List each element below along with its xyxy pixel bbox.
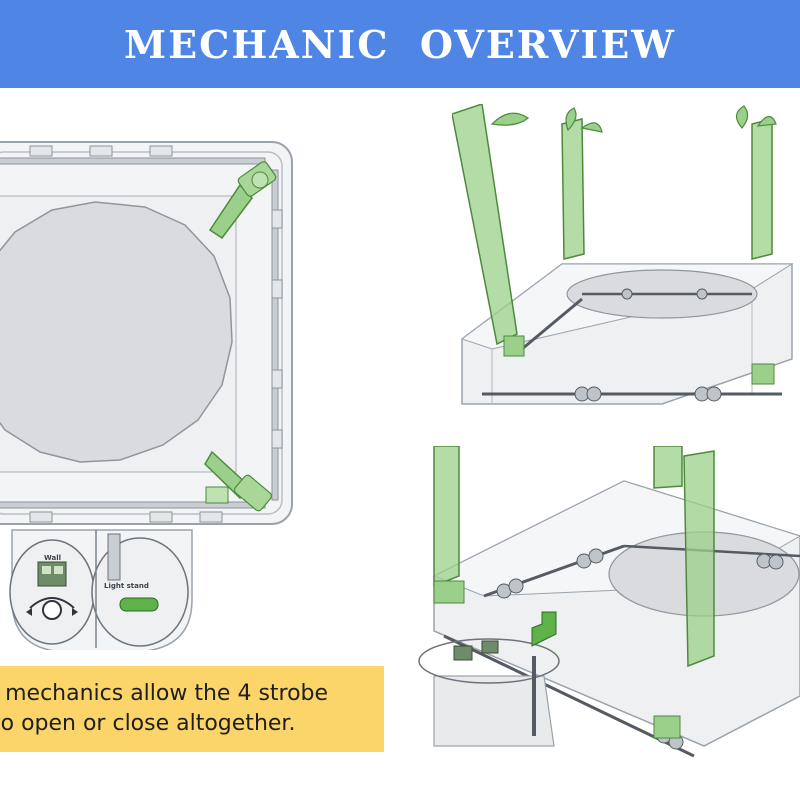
caption-line-1: l mechanics allow the 4 strobe bbox=[0, 681, 329, 706]
caption-line-2: to open or close altogether. bbox=[0, 711, 296, 736]
strobe-arm-back-left bbox=[561, 118, 585, 260]
strobe-arm-top-right bbox=[208, 161, 277, 240]
strobe-arm-left bbox=[452, 104, 518, 346]
wall-label: Wall bbox=[44, 554, 61, 562]
rotating-platform bbox=[0, 201, 233, 463]
strobe-arm-bottom-right bbox=[204, 450, 273, 512]
isometric-drawing-bottom bbox=[418, 446, 800, 758]
control-housing-top bbox=[418, 638, 560, 684]
control-housing bbox=[9, 529, 193, 650]
page-title: MECHANIC OVERVIEW bbox=[124, 21, 676, 67]
top-view-diagram: Wall Light stand bbox=[0, 130, 320, 650]
strobe-arm-center bbox=[683, 450, 715, 668]
light-stand-lever bbox=[531, 611, 557, 647]
strobe-arm-back bbox=[653, 446, 683, 489]
header-banner: MECHANIC OVERVIEW bbox=[0, 0, 800, 88]
arm-bracket-right bbox=[751, 363, 775, 385]
strobe-arm-left bbox=[433, 446, 460, 588]
rod-left bbox=[521, 297, 583, 351]
gears bbox=[574, 288, 722, 402]
top-view-drawing: Wall Light stand bbox=[0, 141, 293, 650]
caption-box: l mechanics allow the 4 strobe to open o… bbox=[0, 666, 384, 752]
strobe-arm-back-right bbox=[751, 118, 773, 260]
isometric-view-top bbox=[452, 104, 800, 422]
arm-bracket bbox=[653, 715, 681, 739]
isometric-view-bottom bbox=[414, 446, 800, 786]
rail-clips bbox=[29, 145, 283, 523]
rail-right bbox=[271, 169, 279, 501]
control-housing bbox=[433, 675, 555, 747]
wall-switch bbox=[453, 645, 473, 661]
rail-top bbox=[0, 157, 266, 165]
base-inner-outline bbox=[0, 151, 283, 515]
strobe-heads bbox=[490, 105, 777, 133]
arm-bracket-left bbox=[433, 580, 465, 604]
rod-front bbox=[443, 634, 695, 758]
arm-bracket bbox=[503, 335, 525, 357]
light-stand-label: Light stand bbox=[104, 582, 149, 590]
isometric-drawing-top bbox=[452, 104, 794, 405]
